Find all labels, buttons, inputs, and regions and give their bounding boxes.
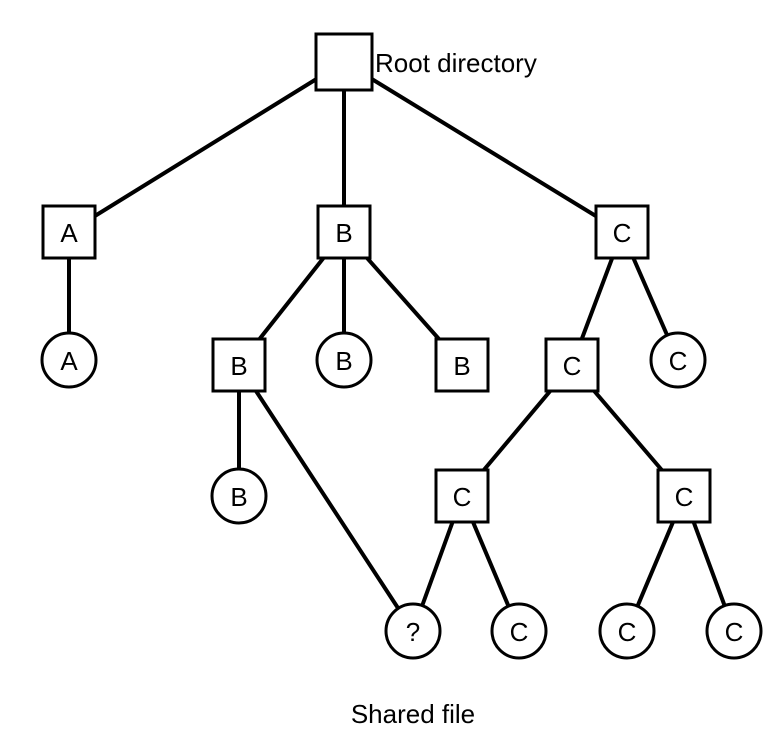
node-label-fileC3: C	[618, 617, 637, 647]
file-circle-fileC1	[649, 331, 707, 389]
node-label-dirA: A	[60, 218, 78, 248]
directory-box-dirC4	[656, 468, 712, 524]
directory-node-dirC: C	[594, 204, 650, 260]
node-label-dirB3: B	[453, 351, 470, 381]
node-label-fileB1: B	[335, 346, 352, 376]
directory-node-dirB: B	[316, 204, 372, 260]
edge-root-dirA	[67, 60, 346, 234]
directory-box-dirA	[41, 204, 97, 260]
file-circle-fileA	[40, 331, 98, 389]
edges-layer	[67, 60, 736, 633]
node-label-fileA: A	[60, 346, 78, 376]
node-label-dirB: B	[335, 218, 352, 248]
node-label-fileC1: C	[669, 346, 688, 376]
directory-box-dirB	[316, 204, 372, 260]
file-node-fileC4: C	[705, 602, 763, 660]
directory-node-dirC2: C	[544, 337, 600, 393]
directory-node-dirB3: B	[434, 337, 490, 393]
file-node-fileC1: C	[649, 331, 707, 389]
file-node-shared: ?	[384, 602, 442, 660]
file-circle-fileC4	[705, 602, 763, 660]
directory-node-root	[314, 32, 374, 92]
file-circle-fileC2	[490, 602, 548, 660]
node-label-fileB2: B	[230, 482, 247, 512]
file-node-fileC2: C	[490, 602, 548, 660]
node-label-dirC2: C	[563, 351, 582, 381]
directory-node-dirC4: C	[656, 468, 712, 524]
file-circle-fileB2	[210, 467, 268, 525]
file-circle-fileC3	[598, 602, 656, 660]
nodes-layer: A B C A B B B C C B C C? C C C	[40, 32, 763, 660]
node-label-dirC3: C	[453, 482, 472, 512]
file-node-fileC3: C	[598, 602, 656, 660]
root-directory-caption: Root directory	[375, 48, 537, 78]
node-label-dirB2: B	[230, 351, 247, 381]
edge-dirB2-shared	[237, 363, 415, 633]
file-node-fileB1: B	[315, 331, 373, 389]
file-circle-fileB1	[315, 331, 373, 389]
directory-box-dirB3	[434, 337, 490, 393]
directory-box-dirC3	[434, 468, 490, 524]
file-circle-shared	[384, 602, 442, 660]
directory-node-dirA: A	[41, 204, 97, 260]
directory-node-dirB2: B	[211, 337, 267, 393]
directory-box-dirB2	[211, 337, 267, 393]
node-label-dirC: C	[613, 218, 632, 248]
edge-root-dirC	[342, 60, 624, 234]
node-label-dirC4: C	[675, 482, 694, 512]
directory-box-dirC	[594, 204, 650, 260]
shared-file-caption: Shared file	[351, 699, 475, 729]
directory-node-dirC3: C	[434, 468, 490, 524]
node-label-fileC2: C	[510, 617, 529, 647]
file-node-fileA: A	[40, 331, 98, 389]
directory-box-root	[314, 32, 374, 92]
node-label-fileC4: C	[725, 617, 744, 647]
file-node-fileB2: B	[210, 467, 268, 525]
directory-box-dirC2	[544, 337, 600, 393]
node-label-shared: ?	[406, 617, 420, 647]
